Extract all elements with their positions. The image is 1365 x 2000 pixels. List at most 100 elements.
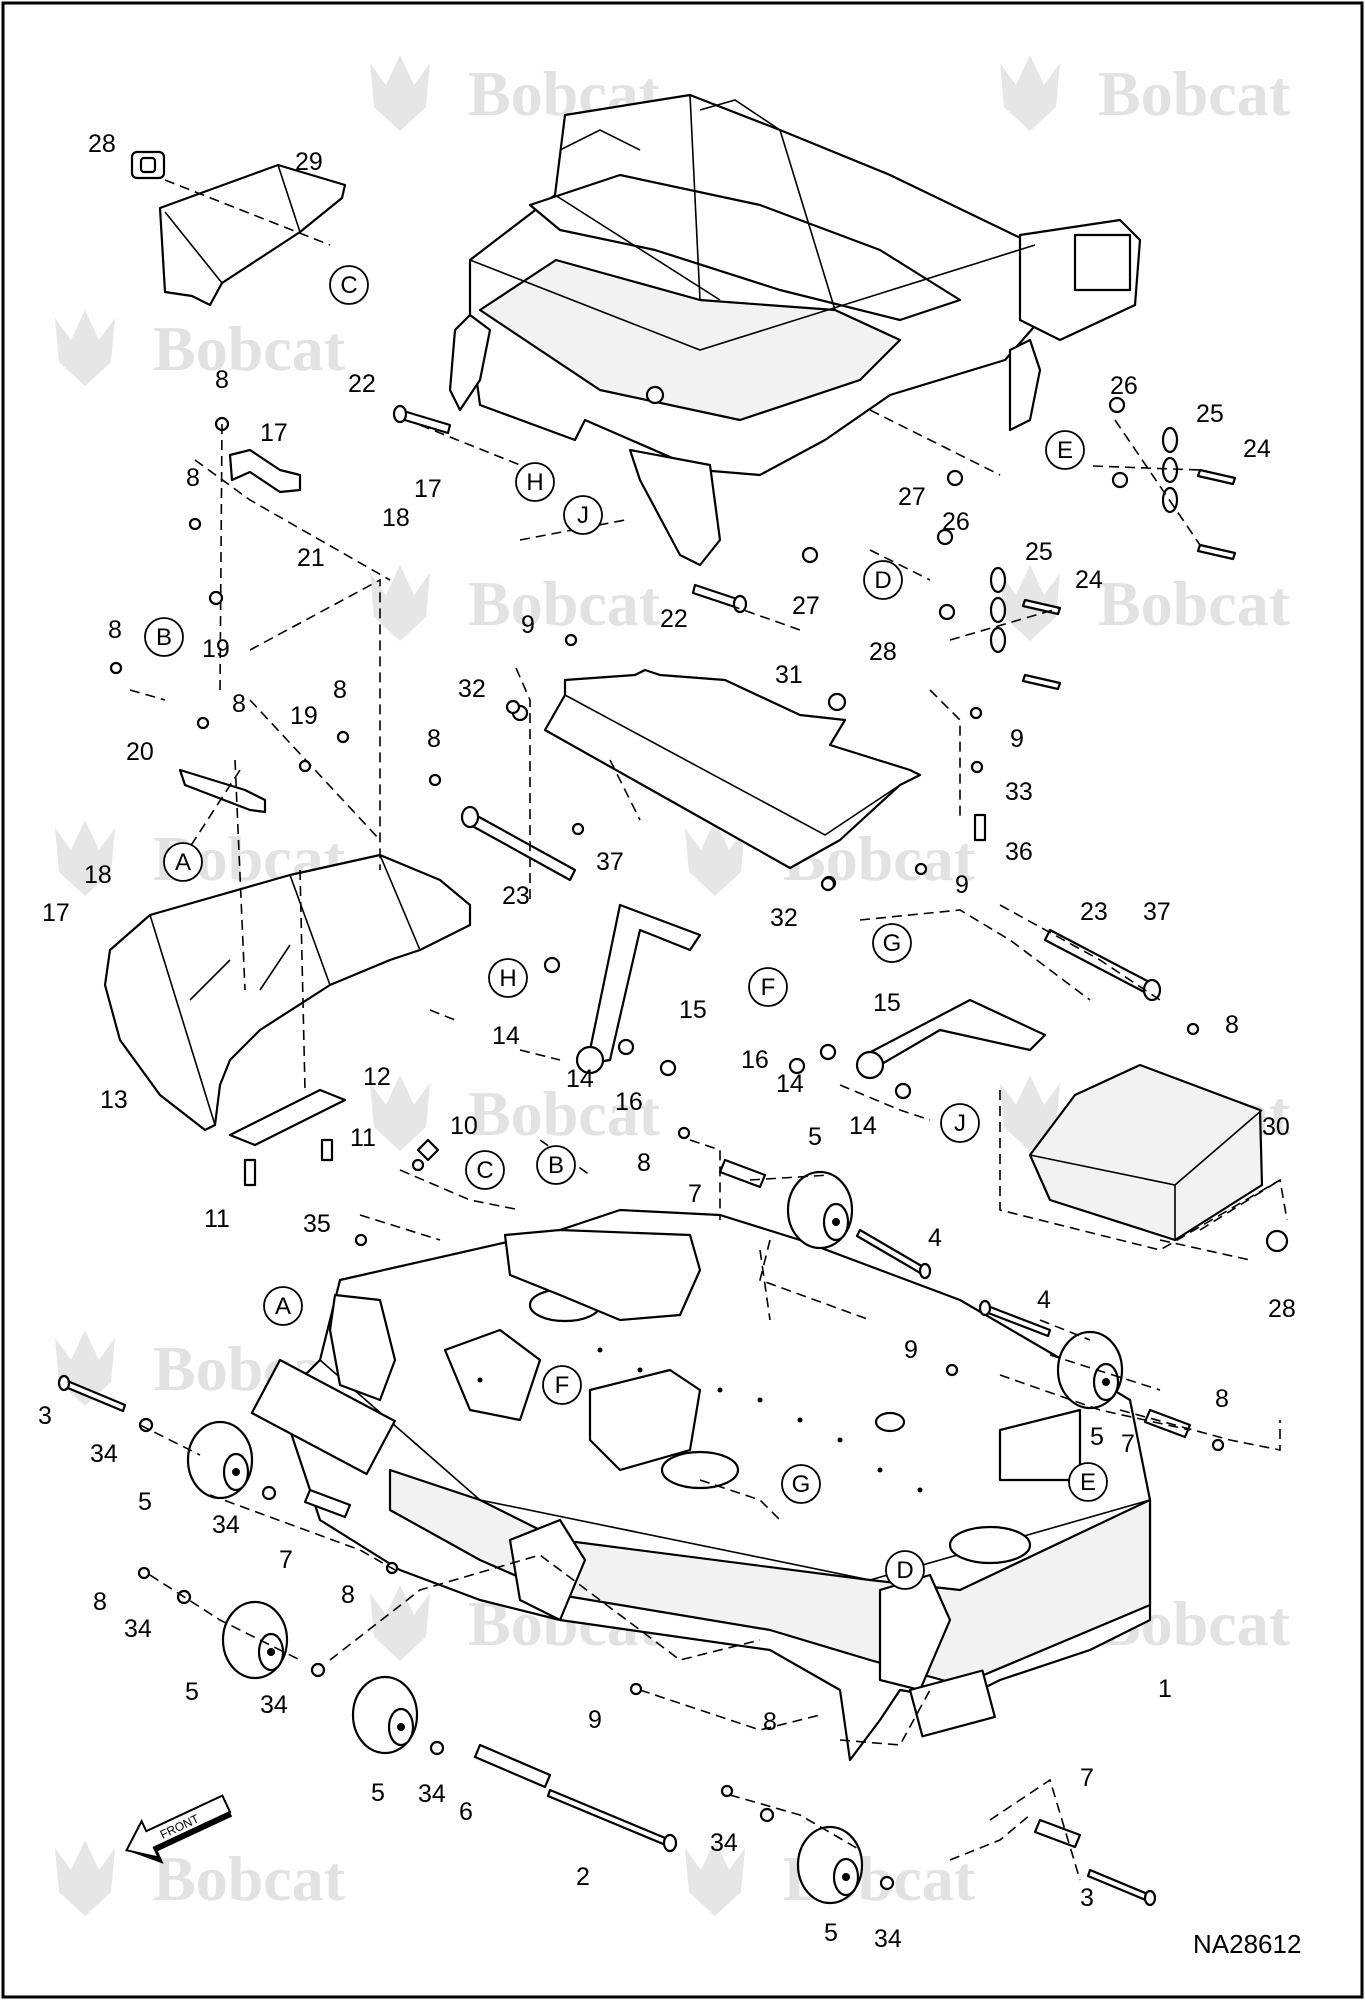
callout-label: 16 (741, 1046, 769, 1074)
callout-label: 5 (371, 1779, 385, 1807)
callout-label: 34 (90, 1440, 118, 1468)
callout-label: 16 (615, 1088, 643, 1116)
part-spacer-6 (473, 1743, 552, 1789)
connector-circle-a: A (263, 1286, 303, 1326)
svg-text:D: D (874, 567, 891, 594)
callout-label: 24 (1243, 435, 1271, 463)
part-shield-29 (158, 163, 347, 307)
callout-label: 5 (1090, 1423, 1104, 1451)
bobcat-logo-icon (370, 1075, 430, 1151)
part-mower-frame (448, 93, 1142, 567)
callout-label: 11 (204, 1205, 230, 1233)
callout-label: 23 (1080, 898, 1108, 926)
callout-label: 35 (303, 1210, 331, 1238)
callout-label: 8 (763, 1708, 777, 1736)
callout-label: 3 (38, 1402, 52, 1430)
svg-text:C: C (340, 272, 357, 299)
callout-label: 7 (688, 1180, 702, 1208)
bobcat-logo-icon (55, 310, 115, 386)
part-clip-28 (130, 150, 166, 180)
callout-label: 29 (295, 148, 323, 176)
callout-label: 8 (108, 616, 122, 644)
drawing-reference-number: NA28612 (1193, 1929, 1301, 1959)
part-chain-25-upper (1161, 426, 1179, 514)
callout-label: 14 (566, 1065, 594, 1093)
callout-label: 10 (450, 1112, 478, 1140)
callout-label: 34 (212, 1511, 240, 1539)
part-wheel-5 (221, 1600, 289, 1680)
connector-circle-d: D (863, 560, 903, 600)
callout-label: 37 (596, 848, 624, 876)
callout-label: 12 (363, 1063, 391, 1091)
part-wheel-5 (796, 1825, 864, 1905)
callout-label: 8 (1215, 1385, 1229, 1413)
callout-label: 6 (459, 1798, 473, 1826)
svg-text:B: B (156, 624, 172, 651)
part-bolt-4 (978, 1299, 1052, 1338)
svg-text:E: E (1080, 1469, 1096, 1496)
bobcat-logo-icon (685, 820, 745, 896)
callout-label: 33 (1005, 778, 1033, 806)
callout-label: 5 (138, 1488, 152, 1516)
callout-label: 19 (290, 702, 318, 730)
part-bracket-20 (178, 768, 267, 814)
callout-label: 28 (1268, 1295, 1296, 1323)
callout-label: 8 (1225, 1011, 1239, 1039)
part-spacer-7 (303, 1488, 352, 1519)
callout-label: 8 (215, 366, 229, 394)
part-bolt-4 (855, 1228, 932, 1280)
callout-label: 20 (126, 738, 154, 766)
part-chain-25-lower (989, 566, 1007, 654)
callout-label: 8 (186, 464, 200, 492)
callout-label: 5 (185, 1678, 199, 1706)
connector-circle-g: G (872, 923, 912, 963)
callout-label: 36 (1005, 838, 1033, 866)
watermark-text: Bobcat (1098, 58, 1291, 129)
part-spacer-7 (718, 1158, 767, 1189)
callout-label: 18 (84, 861, 112, 889)
bobcat-logo-icon (370, 55, 430, 131)
callout-label: 15 (679, 996, 707, 1024)
watermark-logo: Bobcat (370, 1075, 661, 1151)
callout-label: 26 (942, 508, 970, 536)
callout-label: 5 (824, 1919, 838, 1947)
part-shield-30 (1028, 1063, 1264, 1242)
part-wheel-5 (786, 1170, 854, 1250)
connector-circle-f: F (748, 967, 788, 1007)
callout-label: 25 (1025, 538, 1053, 566)
callout-label: 8 (93, 1588, 107, 1616)
callout-label: 3 (1080, 1884, 1094, 1912)
connector-circle-d: D (885, 1550, 925, 1590)
watermark-text: Bobcat (153, 1843, 346, 1914)
connector-circle-h: H (488, 958, 528, 998)
callout-label: 9 (1010, 725, 1024, 753)
svg-text:H: H (526, 469, 543, 496)
bobcat-logo-icon (1000, 55, 1060, 131)
callout-label: 30 (1262, 1113, 1290, 1141)
part-bolt-24 (1021, 468, 1237, 691)
svg-text:G: G (883, 930, 902, 957)
callout-label: 34 (874, 1925, 902, 1953)
callout-label: 9 (955, 871, 969, 899)
callout-label: 32 (458, 675, 486, 703)
callout-label: 19 (202, 635, 230, 663)
svg-text:J: J (954, 1110, 966, 1137)
assembly-lines (129, 179, 1288, 1881)
connector-circle-e: E (1045, 430, 1085, 470)
callout-label: 7 (279, 1546, 293, 1574)
callout-layer: 28 29 8 22 17 8 17 18 21 26 25 24 27 26 … (38, 130, 1296, 1953)
callout-label: 28 (88, 130, 116, 158)
callout-label: 18 (382, 504, 410, 532)
callout-label: 15 (873, 989, 901, 1017)
part-lift-arm-15-right (855, 998, 1047, 1080)
watermark-text: Bobcat (153, 313, 346, 384)
callout-label: 8 (427, 725, 441, 753)
svg-text:C: C (476, 1157, 493, 1184)
part-spacer-7 (1033, 1818, 1082, 1849)
part-mower-deck-1 (250, 1208, 1152, 1762)
callout-label: 17 (42, 899, 70, 927)
bobcat-logo-icon (685, 1840, 745, 1916)
callout-label: 34 (418, 1780, 446, 1808)
